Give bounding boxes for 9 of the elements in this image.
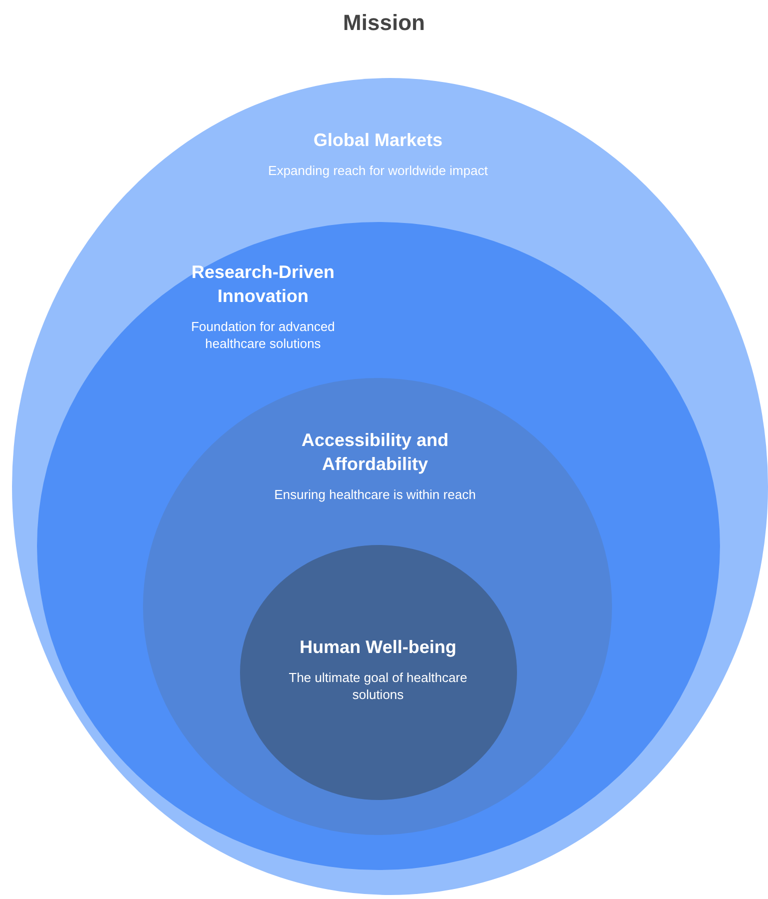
- region-heading: Accessibility and Affordability: [300, 429, 450, 476]
- region-description: Expanding reach for worldwide impact: [268, 162, 488, 179]
- region-heading: Global Markets: [312, 129, 444, 152]
- region-heading: Human Well-being: [298, 636, 458, 659]
- region-description: Foundation for advanced healthcare solutions: [190, 318, 336, 352]
- title: Mission: [342, 10, 426, 36]
- region-description: The ultimate goal of healthcare solutions: [288, 669, 468, 703]
- region-heading: Research-Driven Innovation: [190, 261, 336, 308]
- region-description: Ensuring healthcare is within reach: [273, 486, 477, 503]
